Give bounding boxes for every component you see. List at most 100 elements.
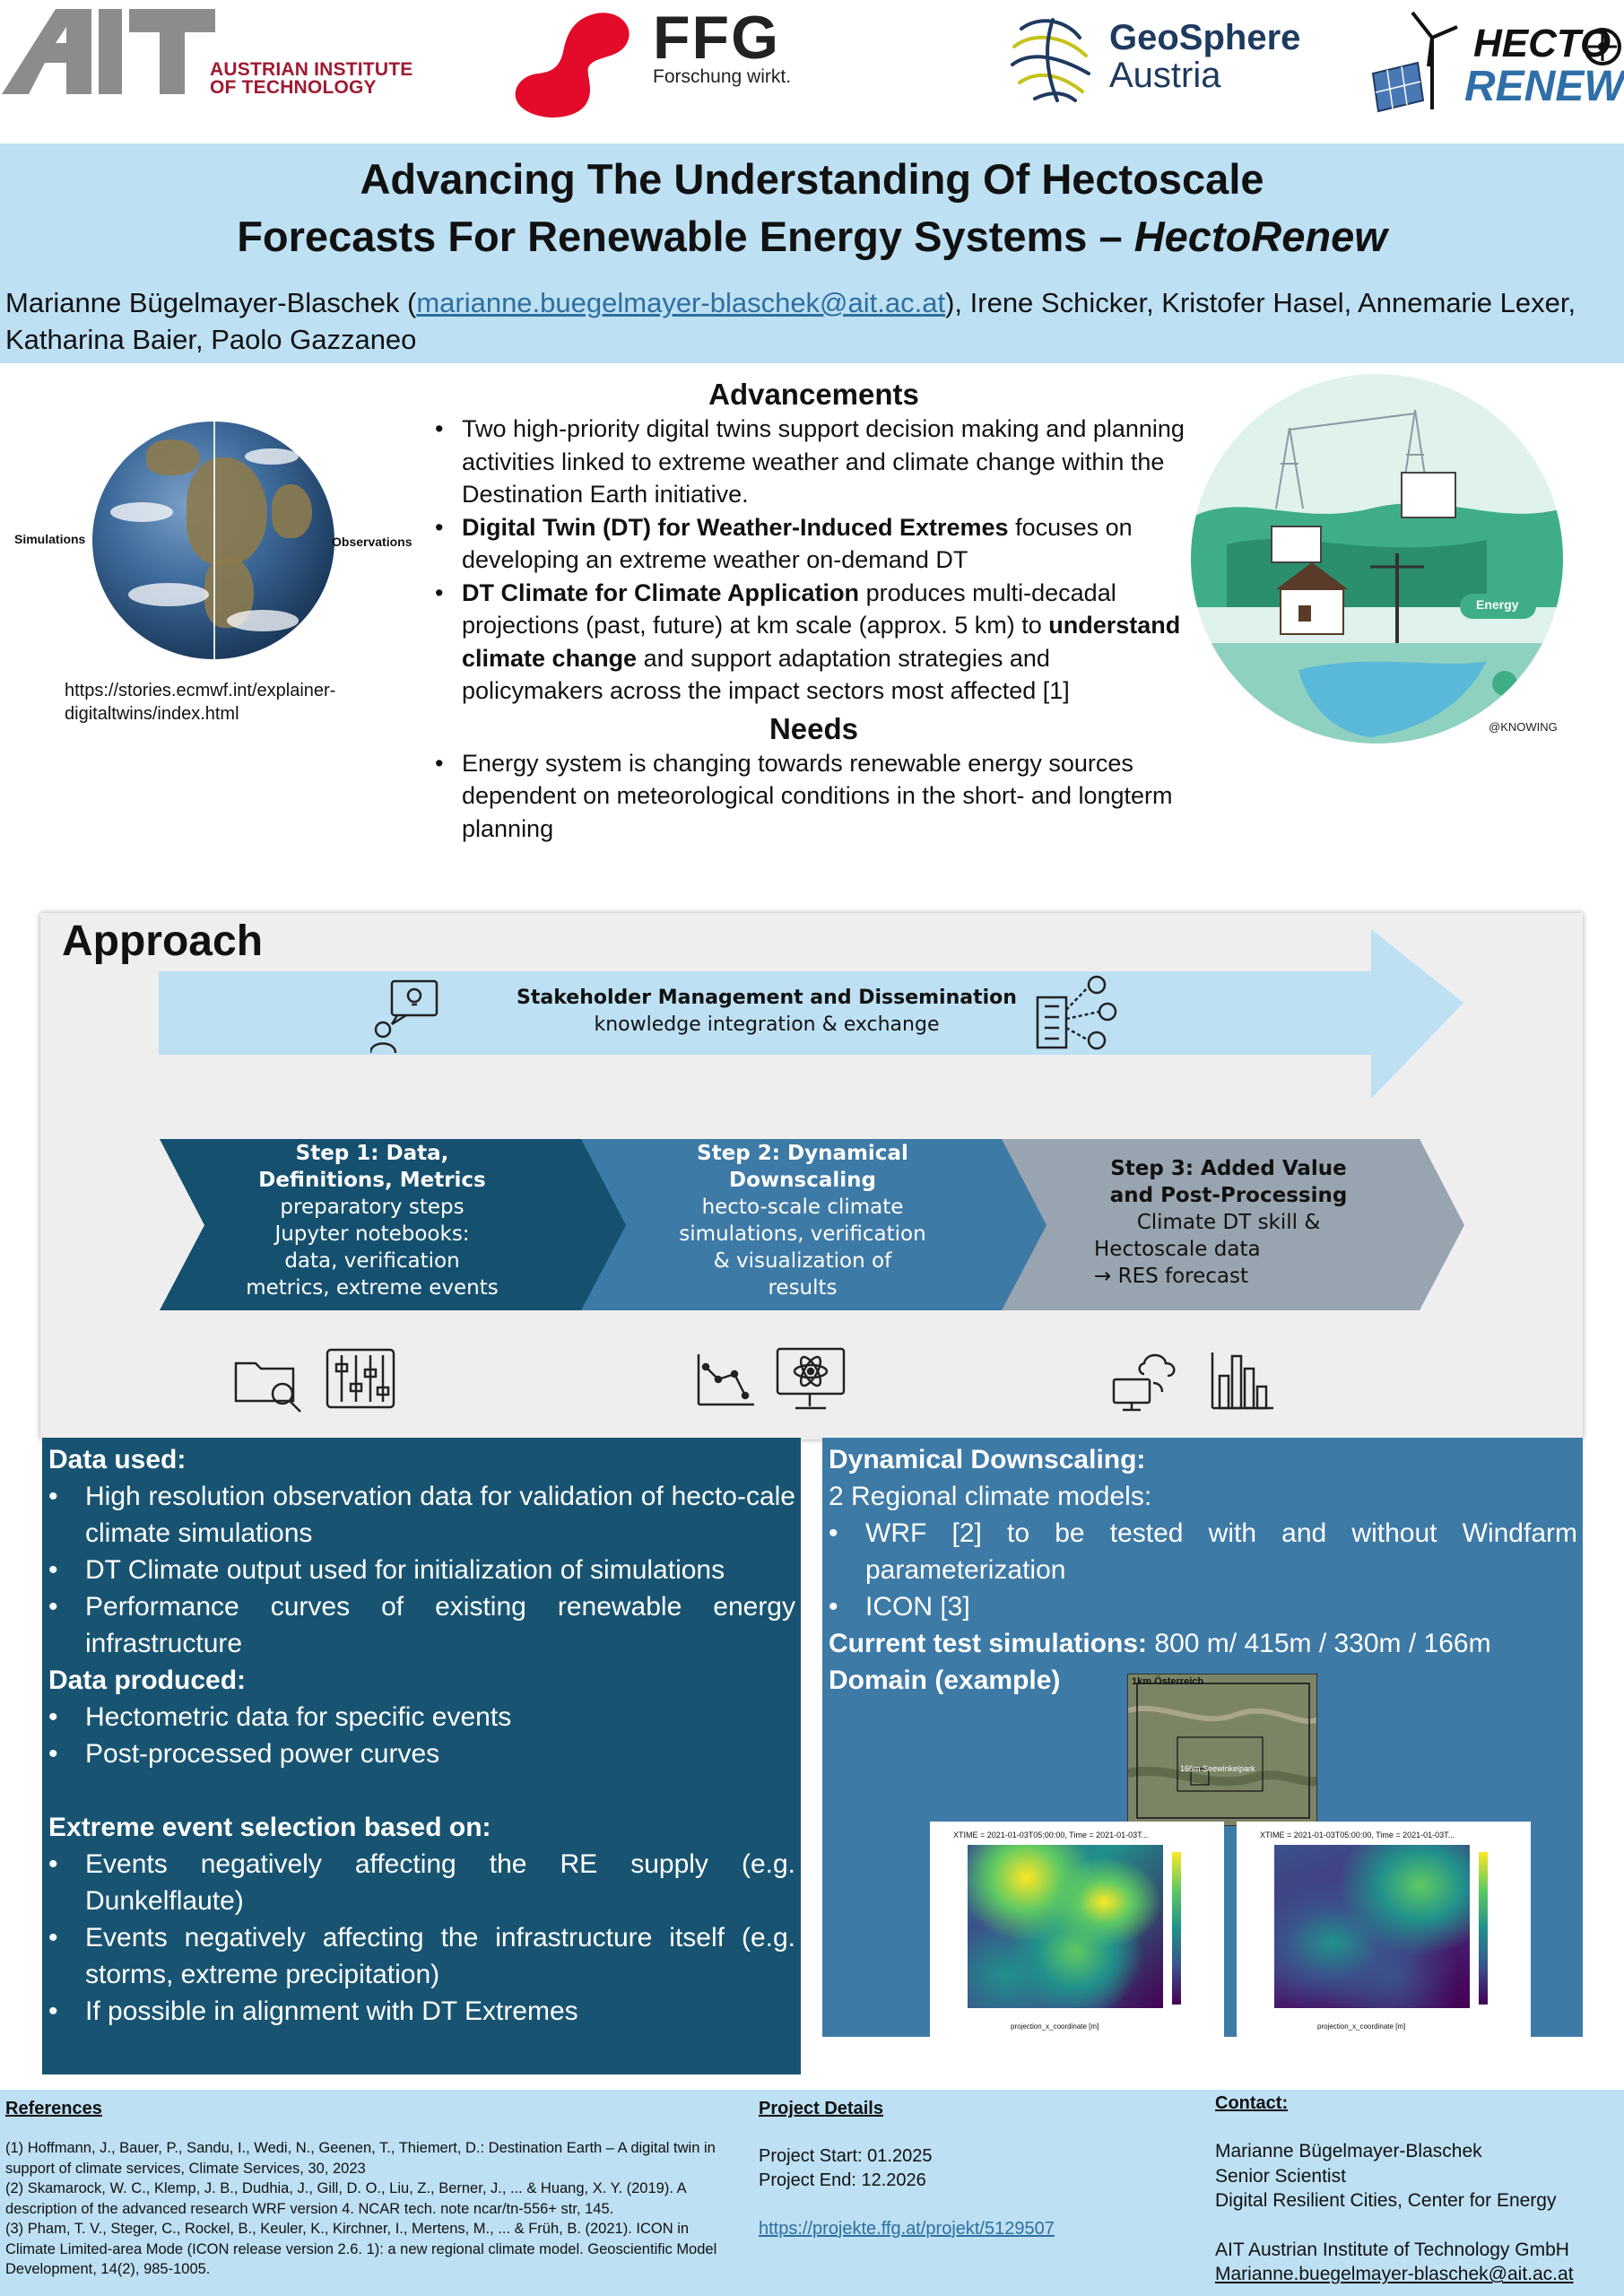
data-used-list: High resolution observation data for val… (48, 1478, 795, 1662)
globe-label-observations: Observations (332, 535, 413, 549)
advancements-needs-text: Advancements Two high-priority digital t… (435, 377, 1193, 845)
ffg-logo: FFG Forschung wirkt. (511, 0, 816, 135)
map-inner-label: 166m Seewinkelpark (1180, 1764, 1255, 1773)
contact: Contact: Marianne Bügelmayer-Blaschek Se… (1215, 2092, 1619, 2287)
intro-section: Simulations Observations https://stories… (0, 363, 1624, 910)
downscaling-panel: Dynamical Downscaling: 2 Regional climat… (822, 1438, 1583, 2037)
image-credit: @KNOWING (1489, 720, 1558, 734)
downscaling-heading: Dynamical Downscaling: (829, 1445, 1146, 1474)
poster-title: Advancing The Understanding Of Hectoscal… (0, 151, 1624, 265)
contact-org: AIT Austrian Institute of Technology Gmb… (1215, 2239, 1569, 2260)
ffg-blob-icon (515, 13, 630, 118)
list-item: DT Climate for Climate Application produ… (435, 577, 1193, 708)
domain-heading: Domain (example) (829, 1665, 1061, 1695)
monitor-atom-icon (776, 1347, 846, 1410)
advancements-list: Two high-priority digital twins support … (435, 413, 1193, 708)
list-item: Performance curves of existing renewable… (48, 1588, 795, 1662)
contact-name: Marianne Bügelmayer-Blaschek (1215, 2141, 1482, 2161)
step2-chevron (581, 1139, 1079, 1310)
project-link[interactable]: https://projekte.ffg.at/projekt/5129507 (759, 2219, 1055, 2239)
project-heading: Project Details (759, 2099, 883, 2118)
stakeholder-title: Stakeholder Management and Dissemination (517, 987, 1017, 1009)
geosphere-swirl-icon (1011, 18, 1090, 102)
hectorenew-logo: HECTO RENEW (1368, 0, 1624, 135)
list-item: ICON [3] (829, 1588, 1577, 1625)
list-item: Events negatively affecting the RE suppl… (48, 1846, 795, 1919)
domain-map-image: 1km Österreich 166m Seewinkelpark (1127, 1674, 1317, 1826)
contact-unit: Digital Resilient Cities, Center for Ene… (1215, 2190, 1557, 2211)
project-details: Project Details Project Start: 01.2025 P… (759, 2097, 1117, 2241)
contact-heading: Contact: (1215, 2093, 1289, 2113)
turbine-wheel-icon (1584, 28, 1621, 65)
data-used-heading: Data used: (48, 1445, 187, 1474)
stakeholder-arrow (159, 929, 1463, 1099)
plot-colorbar (1172, 1852, 1181, 2005)
ffg-tagline: Forschung wirkt. (653, 66, 792, 87)
globe-label-simulations: Simulations (14, 532, 86, 546)
plot-xlabel: projection_x_coordinate [m] (1011, 2022, 1099, 2031)
wind-plot: XTIME = 2021-01-03T05:00:00, Time = 2021… (1237, 1822, 1531, 2037)
idea-person-icon (370, 979, 439, 1054)
geosphere-name: GeoSphere (1109, 18, 1301, 57)
map-title: 1km Österreich (1132, 1676, 1204, 1687)
data-used-panel: Data used: High resolution observation d… (42, 1438, 801, 2074)
plot-title: XTIME = 2021-01-03T05:00:00, Time = 2021… (953, 1831, 1149, 1839)
list-item: Events negatively affecting the infrastr… (48, 1919, 795, 1993)
step2-text: Step 2: Dynamical Downscaling hecto-scal… (679, 1142, 926, 1300)
stakeholder-subtitle: knowledge integration & exchange (594, 1013, 940, 1036)
building-network-icon (1036, 975, 1117, 1050)
reference-item: (2) Skamarock, W. C., Klemp, J. B., Dudh… (5, 2180, 686, 2217)
list-item: Hectometric data for specific events (48, 1699, 795, 1735)
extreme-event-list: Events negatively affecting the RE suppl… (48, 1846, 795, 2030)
needs-heading: Needs (769, 711, 859, 745)
footer: References (1) Hoffmann, J., Bauer, P., … (0, 2090, 1624, 2296)
list-item: Two high-priority digital twins support … (435, 413, 1193, 511)
altitude-plot: XTIME = 2021-01-03T05:00:00, Time = 2021… (930, 1822, 1224, 2037)
list-item: DT Climate output used for initializatio… (48, 1552, 795, 1588)
title-line-2: Forecasts For Renewable Energy Systems –… (237, 213, 1387, 260)
geosphere-country: Austria (1109, 56, 1221, 95)
title-project-name: HectoRenew (1133, 213, 1387, 260)
approach-heading: Approach (62, 918, 264, 965)
ait-logo-mark (2, 9, 215, 94)
data-produced-heading: Data produced: (48, 1665, 247, 1695)
altitude-heatmap (968, 1845, 1163, 2008)
step1-text: Step 1: Data, Definitions, Metrics prepa… (246, 1142, 499, 1300)
author-email-link[interactable]: marianne.buegelmayer-blaschek@ait.ac.at (416, 287, 946, 318)
cloud-computer-icon (1112, 1353, 1176, 1412)
approach-arrows (159, 929, 1464, 1310)
wind-heatmap (1274, 1845, 1470, 2008)
step1-chevron (160, 1139, 657, 1310)
models-list: WRF [2] to be tested with and without Wi… (829, 1515, 1577, 1625)
contact-role: Senior Scientist (1215, 2165, 1346, 2187)
wind-solar-icon (1371, 11, 1458, 113)
models-intro: 2 Regional climate models: (829, 1482, 1152, 1511)
author-list: Marianne Bügelmayer-Blaschek (marianne.b… (5, 287, 1576, 355)
list-item: WRF [2] to be tested with and without Wi… (829, 1515, 1577, 1588)
globe-figure: Simulations Observations (14, 417, 430, 677)
list-item: Digital Twin (DT) for Weather-Induced Ex… (435, 511, 1193, 577)
energy-badge: Energy (1476, 597, 1519, 612)
plot-colorbar (1479, 1852, 1488, 2005)
hectorenew-wordmark-top: HECTO (1473, 22, 1611, 65)
list-item: If possible in alignment with DT Extreme… (48, 1993, 795, 2030)
list-item: High resolution observation data for val… (48, 1478, 795, 1552)
title-band: Advancing The Understanding Of Hectoscal… (0, 144, 1624, 363)
hectorenew-wordmark-bottom: RENEW (1464, 63, 1624, 110)
contact-email-link[interactable]: Marianne.buegelmayer-blaschek@ait.ac.at (1215, 2264, 1574, 2284)
project-end: Project End: 12.2026 (759, 2170, 926, 2190)
plot-xlabel: projection_x_coordinate [m] (1317, 2022, 1406, 2031)
step3-chevron (1002, 1139, 1464, 1310)
energy-landscape-illustration: Energy (1191, 374, 1563, 744)
earth-globe-image (92, 422, 334, 659)
project-start: Project Start: 01.2025 (759, 2146, 933, 2166)
references: References (1) Hoffmann, J., Bauer, P., … (5, 2097, 723, 2280)
title-line-1: Advancing The Understanding Of Hectoscal… (360, 155, 1264, 203)
advancements-heading: Advancements (708, 378, 919, 411)
stakeholder-label: Stakeholder Management and Dissemination… (516, 985, 1018, 1039)
line-graph-icon (697, 1354, 754, 1406)
sliders-icon (326, 1348, 395, 1409)
